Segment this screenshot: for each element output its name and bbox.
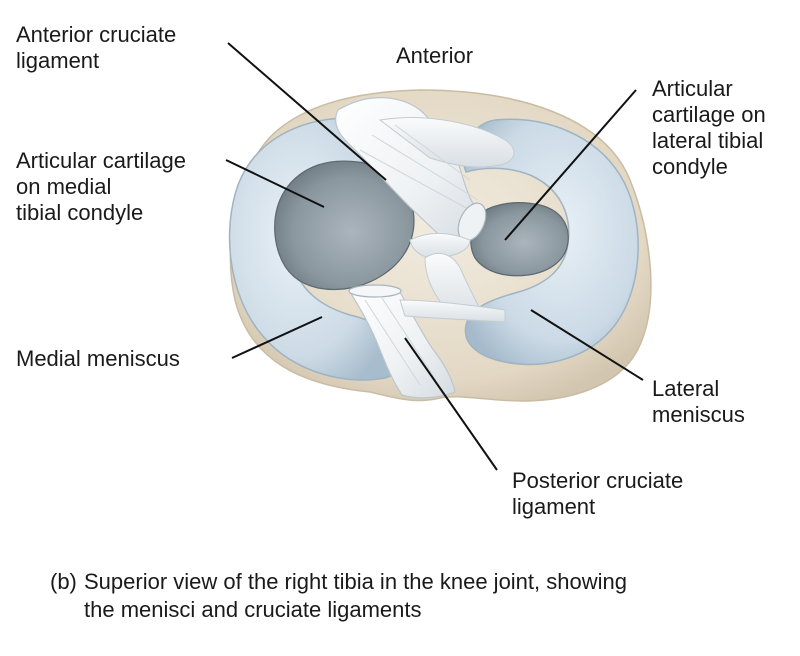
label-line: Articular [652, 76, 733, 101]
leader-lines [225, 42, 644, 471]
anterior-orientation-label: Anterior [396, 43, 473, 69]
lateral-meniscus [462, 118, 639, 366]
leader-lateral-cartilage [504, 89, 637, 241]
caption-line-2: the menisci and cruciate ligaments [84, 597, 422, 622]
label-line: cartilage on [652, 102, 766, 127]
label-line: condyle [652, 154, 728, 179]
label-line: Lateral [652, 376, 720, 401]
leader-medial-cartilage [225, 159, 325, 208]
leader-acl [227, 42, 387, 181]
figure-caption: (b) Superior view of the right tibia in t… [50, 568, 627, 624]
label-line: Medial meniscus [16, 346, 180, 371]
label-medial-meniscus: Medial meniscus [16, 346, 180, 372]
label-line: Articular cartilage [16, 148, 186, 173]
leader-medial-meniscus [231, 316, 323, 359]
label-posterior-cruciate-ligament: Posterior cruciate ligament [512, 468, 683, 520]
label-lateral-meniscus: Lateral meniscus [652, 376, 745, 428]
medial-articular-cartilage [274, 160, 415, 291]
label-anterior-cruciate-ligament: Anterior cruciate ligament [16, 22, 176, 74]
leader-pcl [404, 337, 498, 471]
label-line: Anterior cruciate [16, 22, 177, 47]
label-line: Posterior cruciate [512, 468, 684, 493]
label-line: lateral tibial [652, 128, 764, 153]
label-line: on medial [16, 174, 112, 199]
label-line: tibial condyle [16, 200, 144, 225]
label-line: ligament [512, 494, 596, 519]
lateral-articular-cartilage [470, 202, 569, 277]
label-line: meniscus [652, 402, 745, 427]
caption-line-1: Superior view of the right tibia in the … [84, 569, 627, 594]
label-medial-articular-cartilage: Articular cartilage on medial tibial con… [16, 148, 186, 226]
label-lateral-articular-cartilage: Articular cartilage on lateral tibial co… [652, 76, 766, 180]
anterior-label-text: Anterior [396, 43, 474, 68]
leader-lateral-meniscus [530, 309, 644, 381]
label-line: ligament [16, 48, 100, 73]
caption-prefix: (b) [50, 569, 77, 594]
